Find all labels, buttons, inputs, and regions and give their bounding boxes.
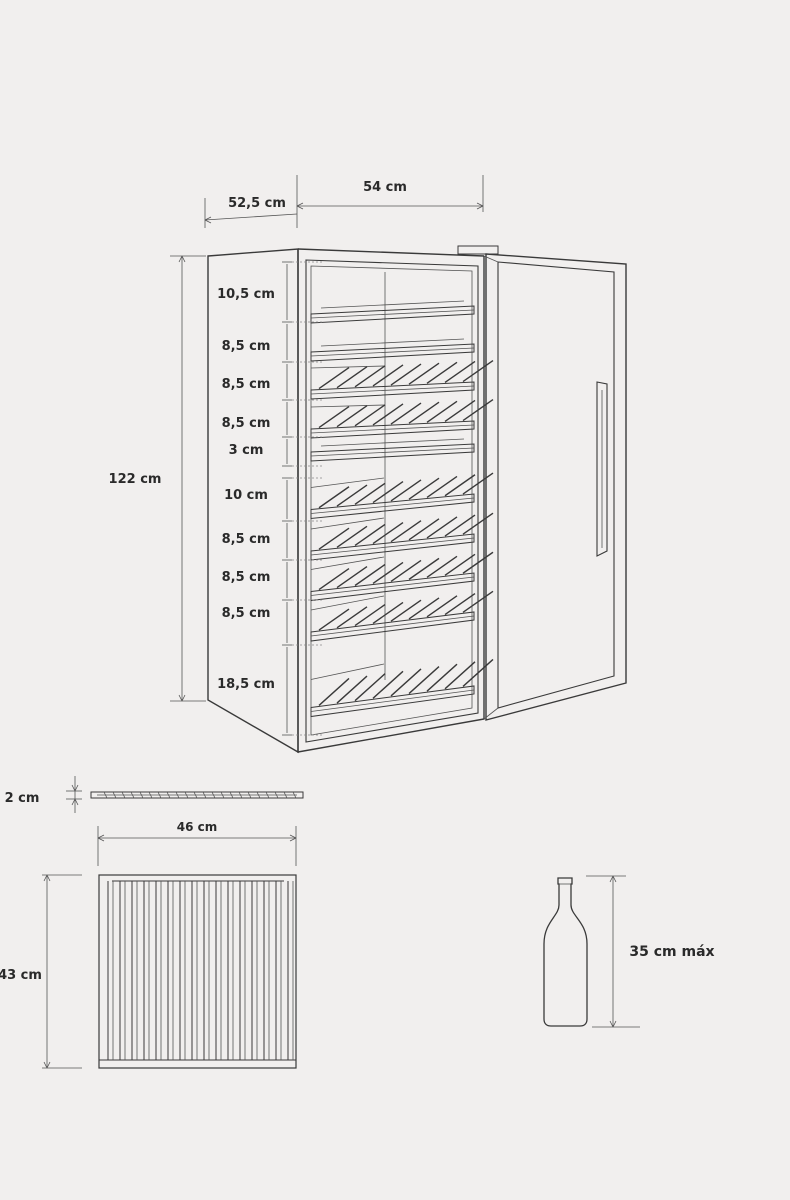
shelf-width-label: 46 cm: [177, 820, 218, 834]
shelf: [310, 551, 494, 602]
spacing-label: 8,5 cm: [222, 416, 271, 431]
shelf: [310, 590, 494, 642]
shelf: [310, 300, 475, 324]
height-label: 122 cm: [109, 472, 162, 487]
height-dimension-line: [170, 255, 206, 702]
spacing-label: 18,5 cm: [217, 677, 275, 692]
shelf-side-view: [66, 776, 304, 813]
shelf-width-dimension: [97, 826, 297, 866]
shelf: [310, 472, 494, 520]
spacing-label: 3 cm: [229, 443, 264, 458]
spacing-labels: 10,5 cm 8,5 cm 8,5 cm 8,5 cm 3 cm 10 cm 8,5 cm…: [217, 287, 275, 692]
spacing-label: 10 cm: [224, 488, 268, 503]
shelf: [310, 359, 494, 400]
bottle-height-dimension: [586, 875, 640, 1028]
shelf: [310, 438, 475, 462]
bottle-height-label: 35 cm máx: [629, 944, 714, 960]
shelf: [310, 658, 494, 718]
spacing-label: 8,5 cm: [222, 532, 271, 547]
shelf-thickness-label: 2 cm: [5, 791, 40, 806]
shelf-depth-label: 43 cm: [0, 968, 42, 983]
shelf-depth-dimension: [42, 874, 82, 1069]
top-dimension-lines: [204, 175, 484, 228]
bottle-icon: [543, 877, 588, 1027]
shelf-top-view: [98, 874, 297, 1069]
shelves-group: [310, 300, 494, 718]
spacing-label: 8,5 cm: [222, 377, 271, 392]
glass-door: [483, 253, 627, 721]
spacing-label: 8,5 cm: [222, 339, 271, 354]
spacing-label: 10,5 cm: [217, 287, 275, 302]
spacing-dimension-lines: [282, 261, 322, 736]
cabinet-body: [207, 245, 499, 754]
spacing-label: 8,5 cm: [222, 606, 271, 621]
shelf: [310, 338, 475, 362]
shelf: [310, 398, 494, 439]
depth-label: 52,5 cm: [228, 196, 286, 211]
spacing-label: 8,5 cm: [222, 570, 271, 585]
width-label: 54 cm: [363, 180, 407, 195]
shelf: [310, 512, 494, 561]
